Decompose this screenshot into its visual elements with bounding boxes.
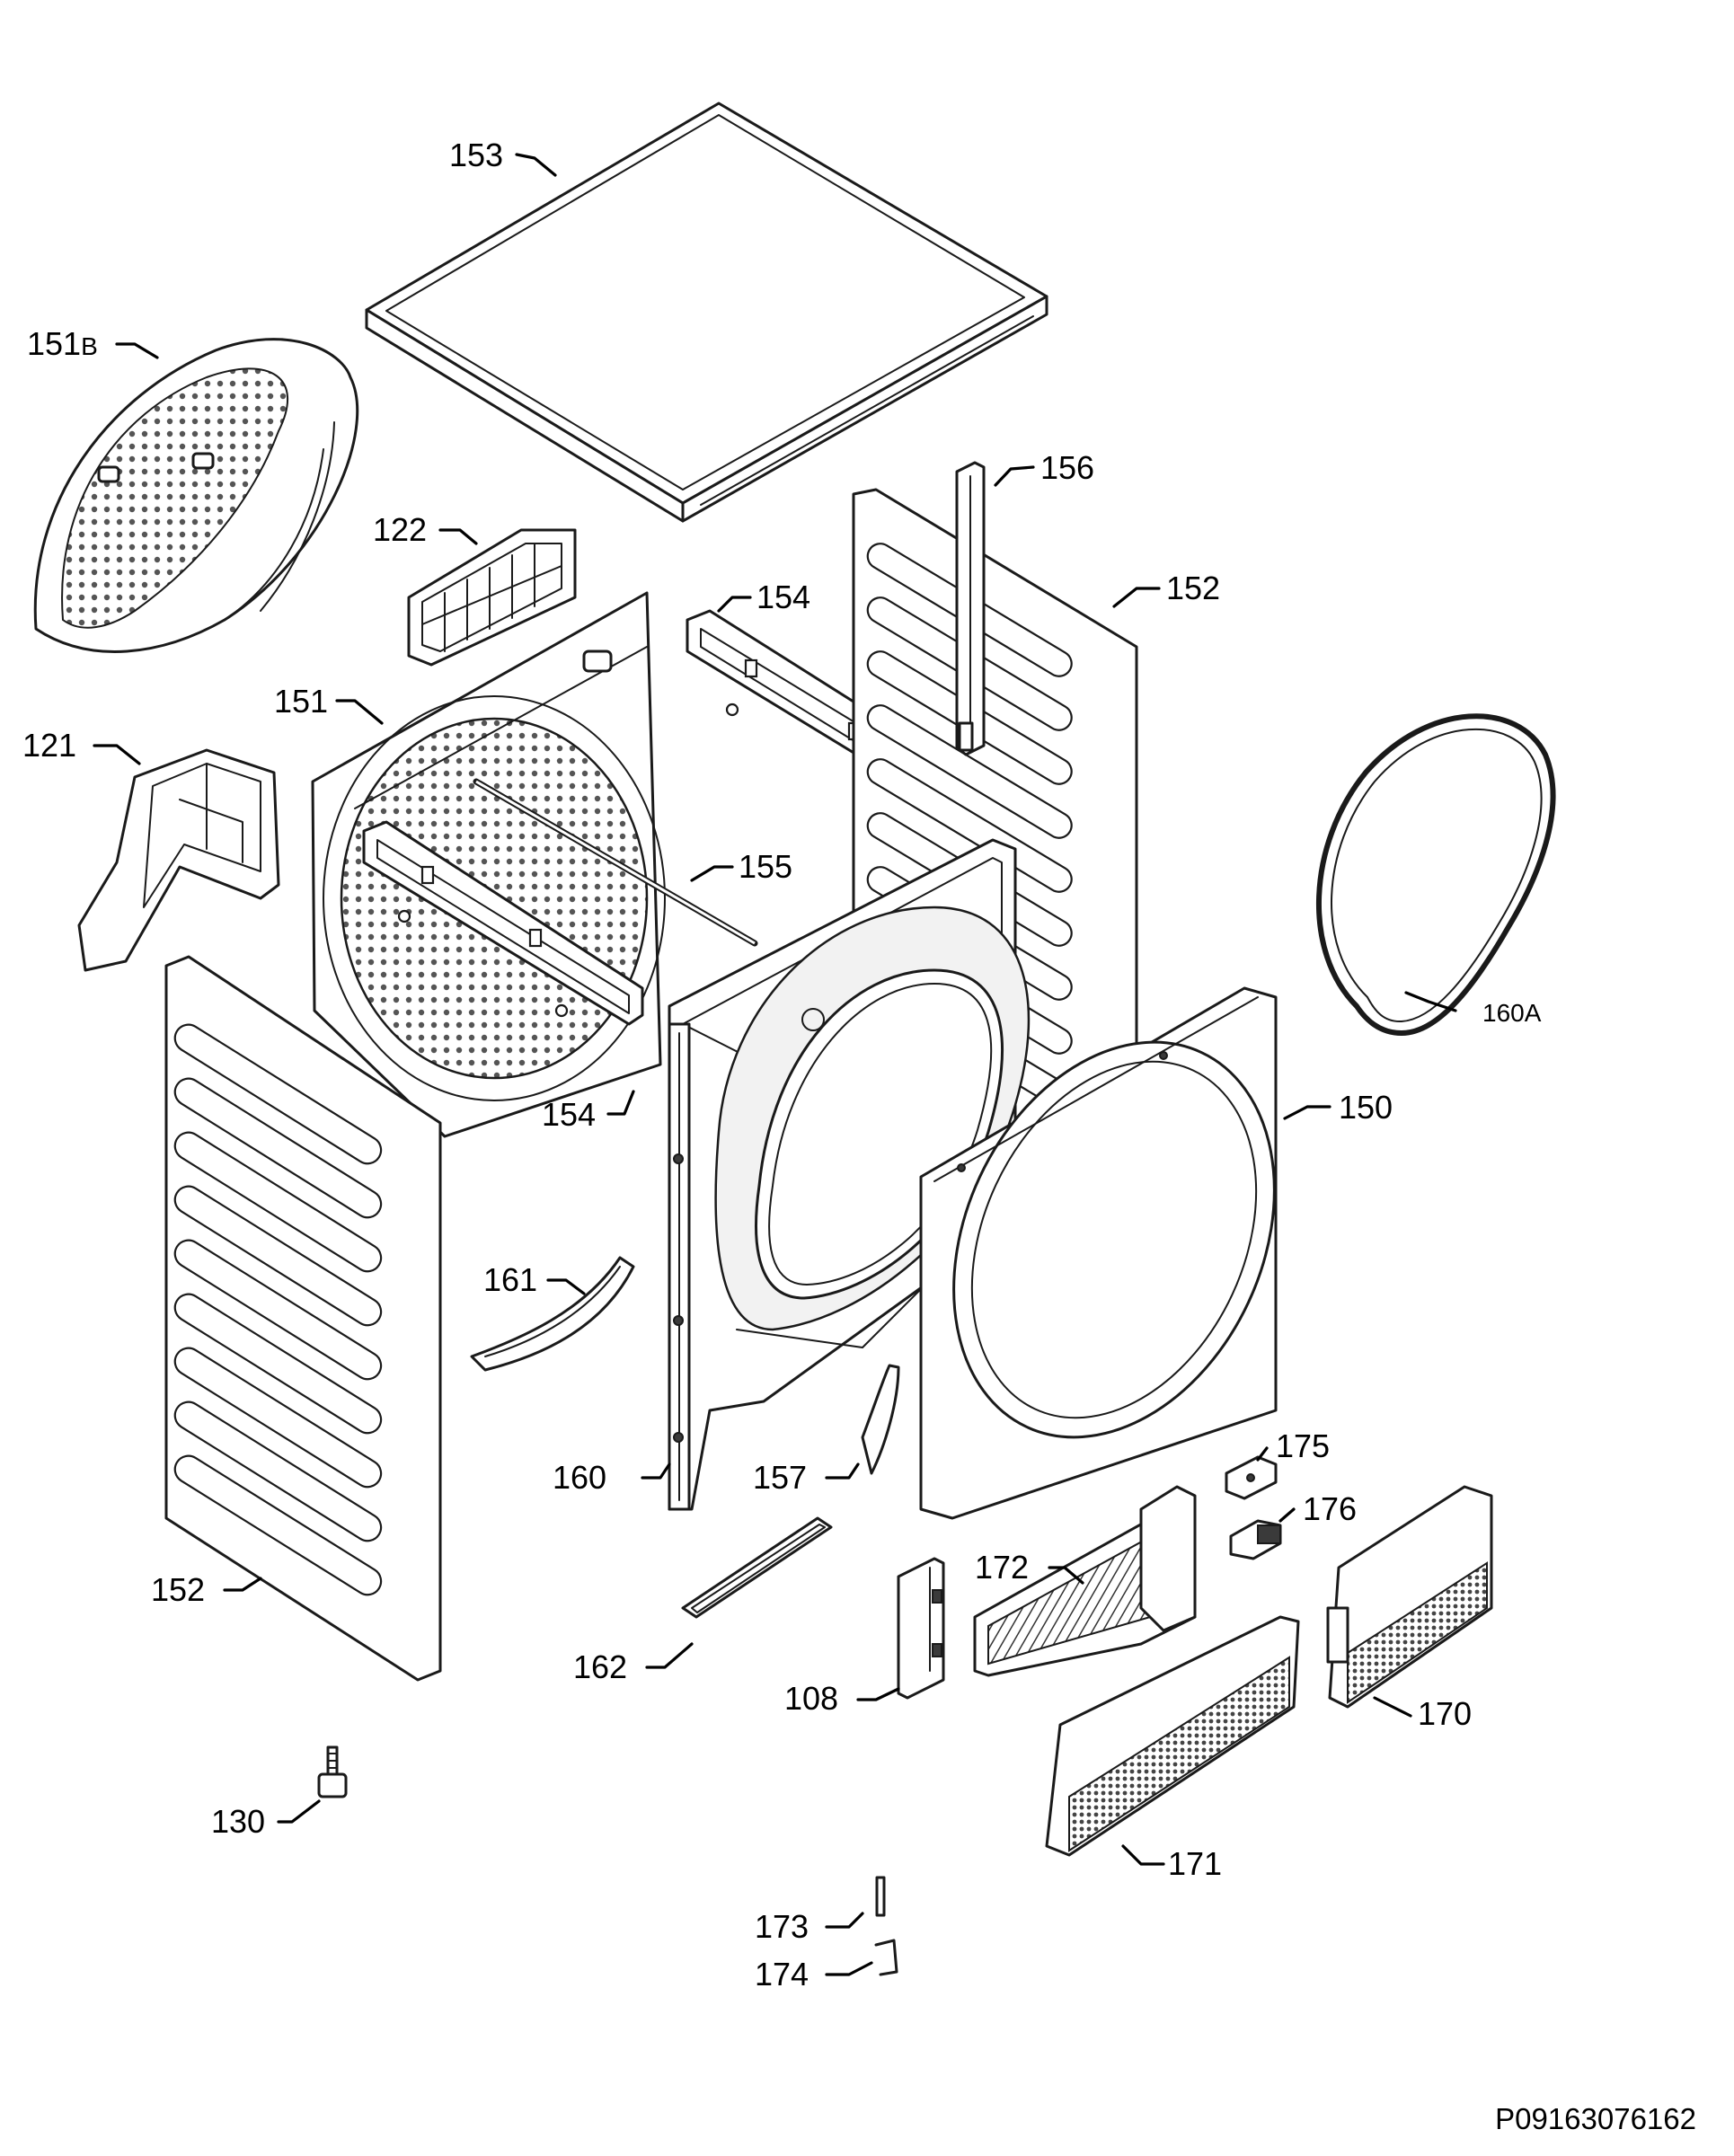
part-153-top-cover	[365, 102, 1048, 523]
callout-122: 122	[373, 511, 427, 548]
part-161-curved-duct	[470, 1256, 635, 1372]
part-172-drawer-guide	[973, 1485, 1197, 1677]
callout-151: 151	[274, 683, 328, 720]
part-171-kickplate-left	[1045, 1615, 1300, 1857]
callout-160: 160	[553, 1459, 606, 1496]
callout-162: 162	[573, 1648, 627, 1685]
callout-150: 150	[1339, 1089, 1393, 1126]
callout-154-top: 154	[756, 579, 810, 615]
callout-labels: 153 151B 156 122 154 152 151 121 155 160…	[22, 137, 1542, 1993]
callout-171: 171	[1168, 1845, 1222, 1882]
part-160a-door-seal	[1316, 713, 1556, 1036]
part-108-bracket	[897, 1557, 945, 1700]
callout-175: 175	[1276, 1427, 1330, 1464]
part-130-foot	[317, 1745, 348, 1798]
callout-152-left: 152	[151, 1571, 205, 1608]
callout-173: 173	[755, 1908, 809, 1945]
callout-152-right: 152	[1166, 570, 1220, 606]
callout-170: 170	[1418, 1695, 1472, 1732]
part-157-curved-part	[861, 1364, 900, 1475]
part-156-vertical-strip	[955, 461, 986, 756]
callout-108: 108	[784, 1680, 838, 1717]
part-176-small-block	[1229, 1519, 1282, 1560]
callout-130: 130	[211, 1803, 265, 1840]
part-152-side-panel-left	[164, 955, 442, 1682]
side-panel-left-ribs	[173, 1023, 383, 1596]
callout-121: 121	[22, 727, 76, 764]
leader-lines	[93, 153, 1457, 1976]
callout-176: 176	[1303, 1490, 1357, 1527]
part-174-clip	[874, 1939, 898, 1976]
callout-154-bottom: 154	[542, 1096, 596, 1133]
part-122-filter-insert	[407, 528, 577, 667]
part-173-pin	[875, 1876, 886, 1917]
callout-156: 156	[1040, 449, 1094, 486]
callout-153: 153	[449, 137, 503, 173]
callout-160a: 160A	[1482, 999, 1542, 1027]
part-150-front-panel	[919, 986, 1278, 1520]
part-121-air-duct	[77, 748, 280, 972]
part-155-rod	[473, 778, 758, 947]
callout-151b: 151B	[27, 325, 98, 362]
part-162-gasket	[681, 1516, 833, 1619]
callout-157: 157	[753, 1459, 807, 1496]
part-170-kickplate-right	[1326, 1485, 1493, 1709]
callout-155: 155	[739, 848, 792, 885]
part-151b-filter-cover	[33, 338, 359, 653]
callout-161: 161	[483, 1261, 537, 1298]
part-175-small-clip	[1225, 1455, 1278, 1500]
part-154-bracket-lower	[362, 820, 644, 1026]
callout-174: 174	[755, 1956, 809, 1993]
callout-172: 172	[975, 1549, 1029, 1586]
document-id: P09163076162	[1495, 2102, 1696, 2135]
